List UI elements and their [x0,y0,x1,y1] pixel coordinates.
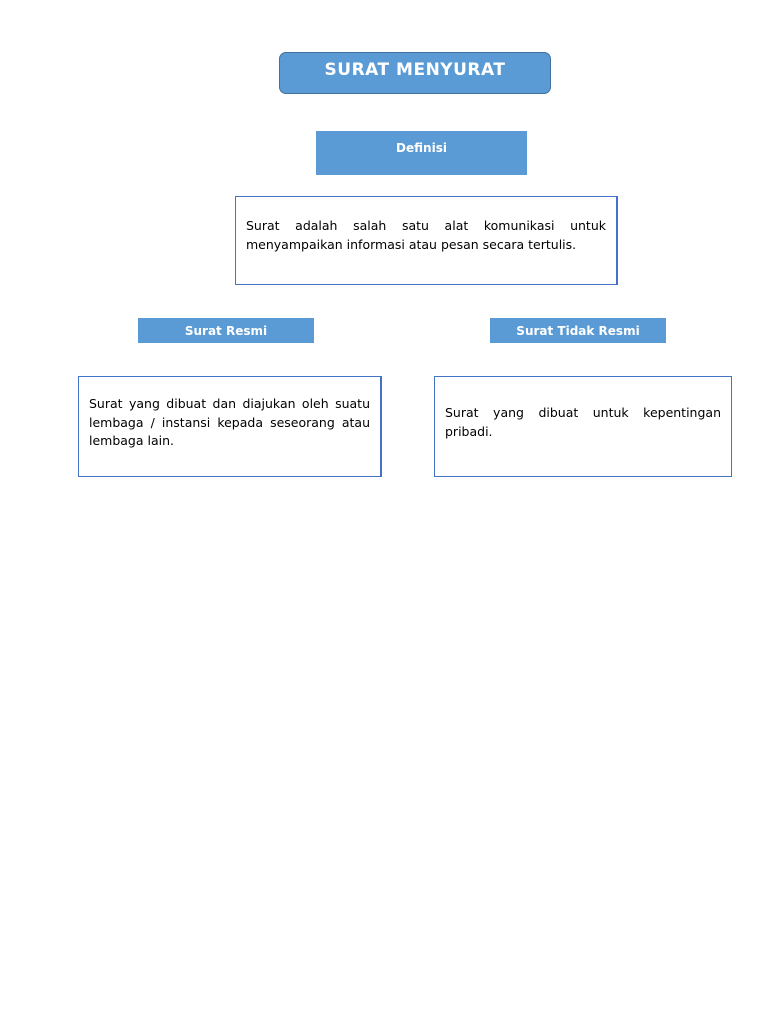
diagram-title: SURAT MENYURAT [279,52,551,94]
definition-label-box: Definisi [316,131,527,175]
surat-resmi-label: Surat Resmi [184,323,268,338]
definition-text-box: Surat adalah salah satu alat komunikasi … [235,196,618,285]
definition-label: Definisi [396,141,447,155]
surat-tidak-resmi-label-box: Surat Tidak Resmi [490,318,666,343]
diagram-title-text: SURAT MENYURAT [324,60,506,80]
surat-resmi-text: Surat yang dibuat dan diajukan oleh suat… [89,396,370,448]
surat-resmi-label-box: Surat Resmi [138,318,314,343]
surat-tidak-resmi-label: Surat Tidak Resmi [516,323,640,338]
surat-resmi-text-box: Surat yang dibuat dan diajukan oleh suat… [78,376,382,477]
surat-tidak-resmi-text-box: Surat yang dibuat untuk kepentingan prib… [434,376,732,477]
definition-text: Surat adalah salah satu alat komunikasi … [246,218,606,252]
surat-tidak-resmi-text: Surat yang dibuat untuk kepentingan prib… [445,405,721,439]
